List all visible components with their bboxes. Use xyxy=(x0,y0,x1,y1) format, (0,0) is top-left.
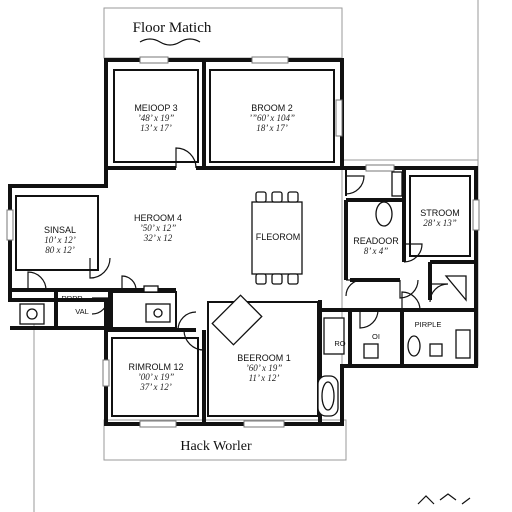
window-rimrolm xyxy=(139,420,177,428)
room-dimension: 13’ x 17’ xyxy=(140,123,172,133)
door-stroom-icon[interactable] xyxy=(403,243,423,263)
window-beeroom-1 xyxy=(243,420,285,428)
shower-icon xyxy=(323,317,345,355)
chair-icon xyxy=(255,273,267,285)
room-dimension: ’48’ x 19” xyxy=(138,113,175,123)
room-val-label: VAL xyxy=(75,307,89,316)
door-closet-icon[interactable] xyxy=(27,271,47,291)
room-dimension: ’60’ x 19” xyxy=(246,363,283,373)
rimrolm-inner xyxy=(111,337,199,417)
window-sinsal xyxy=(6,209,14,241)
window-entry xyxy=(365,164,395,172)
room-bedroom-3: MEIOOP 3 ’48’ x 19” 13’ x 17’ xyxy=(134,103,177,133)
chair-icon xyxy=(271,191,283,203)
sink-icon xyxy=(363,343,379,359)
room-oi-label: OI xyxy=(372,332,380,341)
stair-icon xyxy=(444,275,467,302)
window-rimrolm-west xyxy=(102,359,110,387)
room-dimension: ’50’ x 12” xyxy=(140,223,177,233)
room-stroom: STROOM 28’ x 13” xyxy=(420,208,460,228)
room-broom-2: BROOM 2 ’”60’ x 104” 18’ x 17’ xyxy=(249,103,295,133)
room-pirple-label: PIRPLE xyxy=(415,320,442,329)
door-oi-icon[interactable] xyxy=(359,309,379,329)
chair-icon xyxy=(287,273,299,285)
room-name: FLEOROM xyxy=(256,232,301,242)
plan-title: Floor Matich xyxy=(133,20,212,36)
closet-rod-icon xyxy=(391,171,403,197)
room-dimension: 32’ x 12 xyxy=(143,233,173,243)
room-beeroom-1: BEEROOM 1 ’60’ x 19” 11’ x 12’ xyxy=(237,353,291,383)
footer-frame xyxy=(103,419,347,461)
vanity-icon xyxy=(455,329,471,359)
room-ro-label: RO xyxy=(334,339,345,348)
counter-icon xyxy=(143,285,159,293)
room-sinsal: SINSAL 10’ x 12’ 80 x 12’ xyxy=(44,225,76,255)
bedroom-3-inner xyxy=(113,69,199,163)
door-entry-icon[interactable] xyxy=(345,175,365,195)
room-dimension: ’00’ x 19” xyxy=(138,372,175,382)
washer-drum-icon xyxy=(26,308,38,320)
scale-marker-icon xyxy=(417,493,471,505)
window-broom-2 xyxy=(251,56,289,64)
room-rrpr-label: RRPR xyxy=(61,294,83,303)
door-readoor-icon[interactable] xyxy=(399,279,419,299)
room-name: SINSAL xyxy=(44,225,76,235)
tub-basin-icon xyxy=(321,381,335,411)
room-dimension: 11’ x 12’ xyxy=(249,373,280,383)
plan-footer: Hack Worler xyxy=(180,439,252,454)
door-kitchen-icon[interactable] xyxy=(121,275,137,291)
bed-icon xyxy=(211,294,263,346)
room-name: BROOM 2 xyxy=(251,103,293,113)
room-rimrolm: RIMROLM 12 ’00’ x 19” 37’ x 12’ xyxy=(128,362,183,392)
drain-icon xyxy=(153,308,163,318)
room-name: MEIOOP 3 xyxy=(134,103,177,113)
room-dimension: 28’ x 13” xyxy=(423,218,457,228)
room-dimension: 37’ x 12’ xyxy=(139,382,172,392)
sink-icon xyxy=(429,343,443,357)
door-bedroom-3-icon[interactable] xyxy=(175,147,197,169)
room-dimension: 10’ x 12’ xyxy=(44,235,76,245)
door-hall-icon[interactable] xyxy=(345,279,363,297)
door-sinsal-icon[interactable] xyxy=(89,257,111,279)
door-beeroom-1-icon[interactable] xyxy=(183,329,205,351)
room-dimension: ’”60’ x 104” xyxy=(249,113,295,123)
door-pirple-icon[interactable] xyxy=(401,291,421,311)
toilet-icon xyxy=(375,201,393,227)
room-name: STROOM xyxy=(420,208,460,218)
stroom-inner xyxy=(409,175,471,257)
door-val-icon[interactable] xyxy=(91,297,109,315)
room-dimension: 8’ x 4” xyxy=(364,246,389,256)
window-stroom xyxy=(472,199,480,231)
room-name: RIMROLM 12 xyxy=(128,362,183,372)
chair-icon xyxy=(287,191,299,203)
sinsal-inner xyxy=(15,195,99,271)
room-readoor: READOOR 8’ x 4” xyxy=(353,236,399,256)
chair-icon xyxy=(271,273,283,285)
title-flourish-icon xyxy=(139,38,201,46)
exterior-wall xyxy=(8,58,478,426)
room-name: HEROOM 4 xyxy=(134,213,182,223)
room-name: READOOR xyxy=(353,236,399,246)
chair-icon xyxy=(255,191,267,203)
room-name: BEEROOM 1 xyxy=(237,353,291,363)
room-fleorom: FLEOROM xyxy=(256,232,301,242)
window-bedroom-3 xyxy=(139,56,169,64)
room-dimension: 18’ x 17’ xyxy=(256,123,288,133)
broom-2-inner xyxy=(209,69,335,163)
toilet-icon xyxy=(407,335,421,357)
room-heroom-4: HEROOM 4 ’50’ x 12” 32’ x 12 xyxy=(134,213,182,243)
door-rimrolm-icon[interactable] xyxy=(177,311,197,331)
door-pantry-icon[interactable] xyxy=(429,283,449,303)
room-dimension: 80 x 12’ xyxy=(45,245,75,255)
window-broom-2-east xyxy=(335,99,343,137)
